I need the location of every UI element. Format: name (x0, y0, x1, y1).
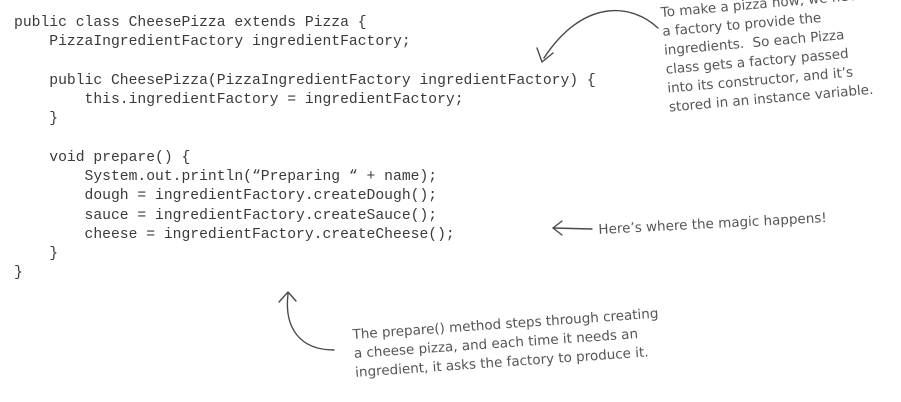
code-line (14, 53, 596, 72)
code-line: sauce = ingredientFactory.createSauce(); (14, 207, 438, 224)
code-line: System.out.println(“Preparing “ + name); (14, 169, 438, 185)
code-line: PizzaIngredientFactory ingredientFactory… (14, 34, 411, 51)
annotation-line: Here’s where the magic happens! (598, 210, 828, 238)
constructor-annotation: To make a pizza now, we need a factory t… (660, 0, 874, 118)
magic-annotation: Here’s where the magic happens! (598, 209, 827, 240)
code-line (14, 130, 596, 149)
code-line: } (14, 265, 23, 282)
code-line: cheese = ingredientFactory.createCheese(… (14, 226, 455, 243)
curved-arrow-icon (536, 9, 659, 63)
code-line: public CheesePizza(PizzaIngredientFactor… (14, 72, 596, 89)
prepare-annotation: The prepare() method steps through creat… (352, 305, 662, 383)
curved-up-arrow-icon (278, 291, 335, 351)
code-line: dough = ingredientFactory.createDough(); (14, 188, 438, 205)
code-line: public class CheesePizza extends Pizza { (14, 15, 367, 31)
left-arrow-icon (552, 220, 593, 236)
code-line: } (14, 246, 59, 262)
code-listing: public class CheesePizza extends Pizza {… (14, 14, 596, 284)
code-line: this.ingredientFactory = ingredientFacto… (14, 92, 464, 108)
code-line: } (14, 111, 59, 128)
code-line: void prepare() { (14, 149, 191, 166)
